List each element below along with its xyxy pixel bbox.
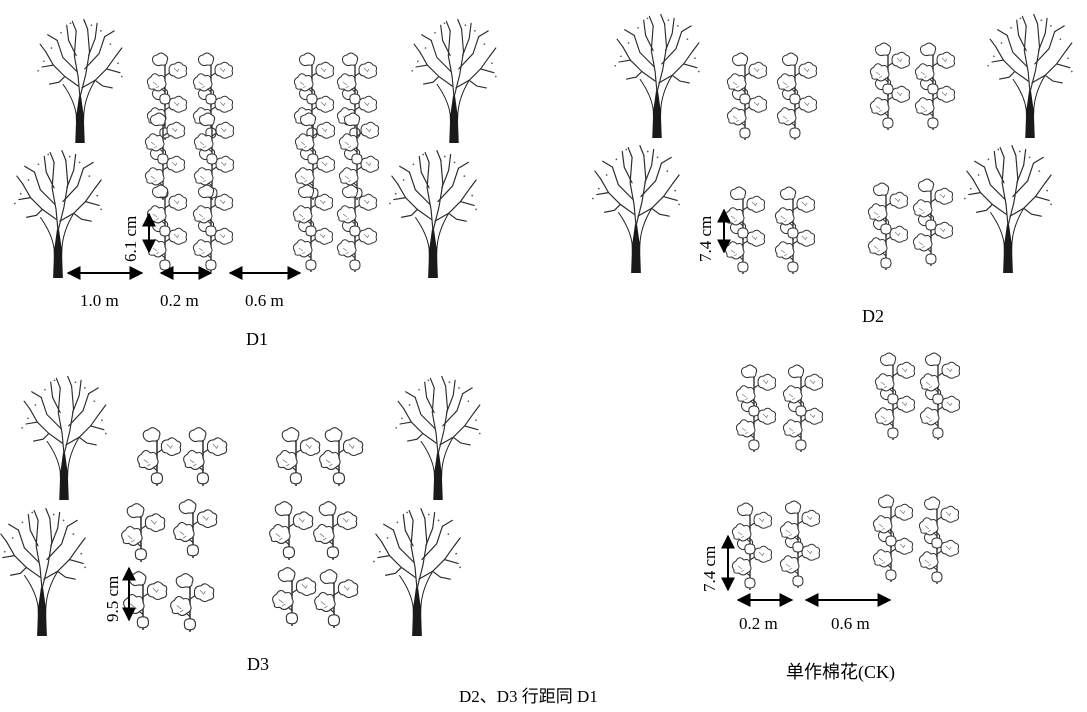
cotton-plant-icon [275,426,321,487]
cotton-plant-icon [868,183,907,270]
cotton-row-d2-1 [725,53,766,274]
cotton-row-ck-3 [873,353,914,582]
tree-icon [388,150,478,279]
cotton-plant-icon [172,498,218,559]
cotton-plant-icon [194,113,233,200]
panel-d1: 6.1 cm 1.0 m 0.2 m 0.6 m D1 [13,18,498,349]
tree-icon [394,375,482,501]
cotton-plant-icon [268,500,314,561]
cotton-plant-icon [312,500,358,561]
tree-icon [20,375,108,501]
cotton-plant-icon [725,187,764,274]
cotton-row-d1-3 [293,53,334,272]
cotton-plant-icon [313,568,359,629]
tree-icon [591,145,681,274]
cotton-plant-icon [777,53,816,140]
panel-caption: D1 [246,329,268,349]
narrow-row-label: 0.2 m [160,291,199,310]
cotton-row-d2-4 [913,43,954,266]
cotton-plant-icon [920,353,959,440]
cotton-plant-icon [736,365,775,452]
cotton-row-d1-1 [145,53,186,272]
cotton-plant-icon [783,365,822,452]
footnote: D2、D3 行距同 D1 [459,687,598,706]
cotton-plant-icon [271,566,317,627]
panel-d3: 9.5 cm D3 [0,375,482,674]
cotton-row-d1-4 [337,53,378,272]
tree-icon [372,508,462,637]
cotton-plant-icon [169,572,215,633]
panel-caption: 单作棉花(CK) [786,662,895,683]
tree-icon [36,18,124,144]
tree-icon [13,150,103,279]
wide-row-label: 0.6 m [245,291,284,310]
tree-icon [0,508,87,637]
cotton-plant-icon [775,187,814,274]
cotton-plant-icon [915,43,954,130]
cotton-plant-icon [182,426,228,487]
cotton-row-ck-4 [919,353,959,584]
cotton-row-d3-1 [120,426,182,631]
vertical-spacing-label: 7.4 cm [696,216,715,262]
cotton-plant-icon [875,353,914,440]
cotton-plant-icon [780,501,819,588]
cotton-plant-icon [136,426,182,487]
cotton-plant-icon [873,495,912,582]
tree-icon [963,145,1053,274]
panel-caption: D2 [862,306,884,326]
cotton-plant-icon [913,179,952,266]
cotton-plant-icon [318,426,364,487]
cotton-plant-icon [120,502,166,563]
cotton-plant-icon [732,503,771,590]
cotton-plant-icon [919,497,958,584]
vertical-spacing-label: 9.5 cm [103,576,122,622]
cotton-row-d1-2 [193,53,233,272]
cotton-plant-icon [147,185,186,272]
cotton-row-d3-3 [268,426,321,627]
panel-ck: 7.4 cm 0.2 m 0.6 m 单作棉花(CK) [700,353,960,683]
cotton-row-d3-2 [169,426,228,633]
cotton-row-d2-3 [868,43,909,270]
tree-gap-label: 1.0 m [80,291,119,310]
tree-icon [613,13,701,139]
cotton-row-ck-2 [780,365,822,588]
cotton-plant-icon [727,53,766,140]
cotton-row-d2-2 [775,53,816,274]
wide-row-label: 0.6 m [831,614,870,633]
cotton-plant-icon [122,570,168,631]
vertical-spacing-label: 6.1 cm [121,216,140,262]
panel-caption: D3 [247,654,269,674]
cotton-row-ck-1 [732,365,775,590]
panel-d2: 7.4 cm D2 [591,13,1074,326]
cotton-plant-icon [870,43,909,130]
vertical-spacing-label: 7.4 cm [700,546,719,592]
cotton-row-d3-4 [312,426,364,629]
narrow-row-label: 0.2 m [739,614,778,633]
tree-icon [986,13,1074,139]
tree-icon [410,18,498,144]
